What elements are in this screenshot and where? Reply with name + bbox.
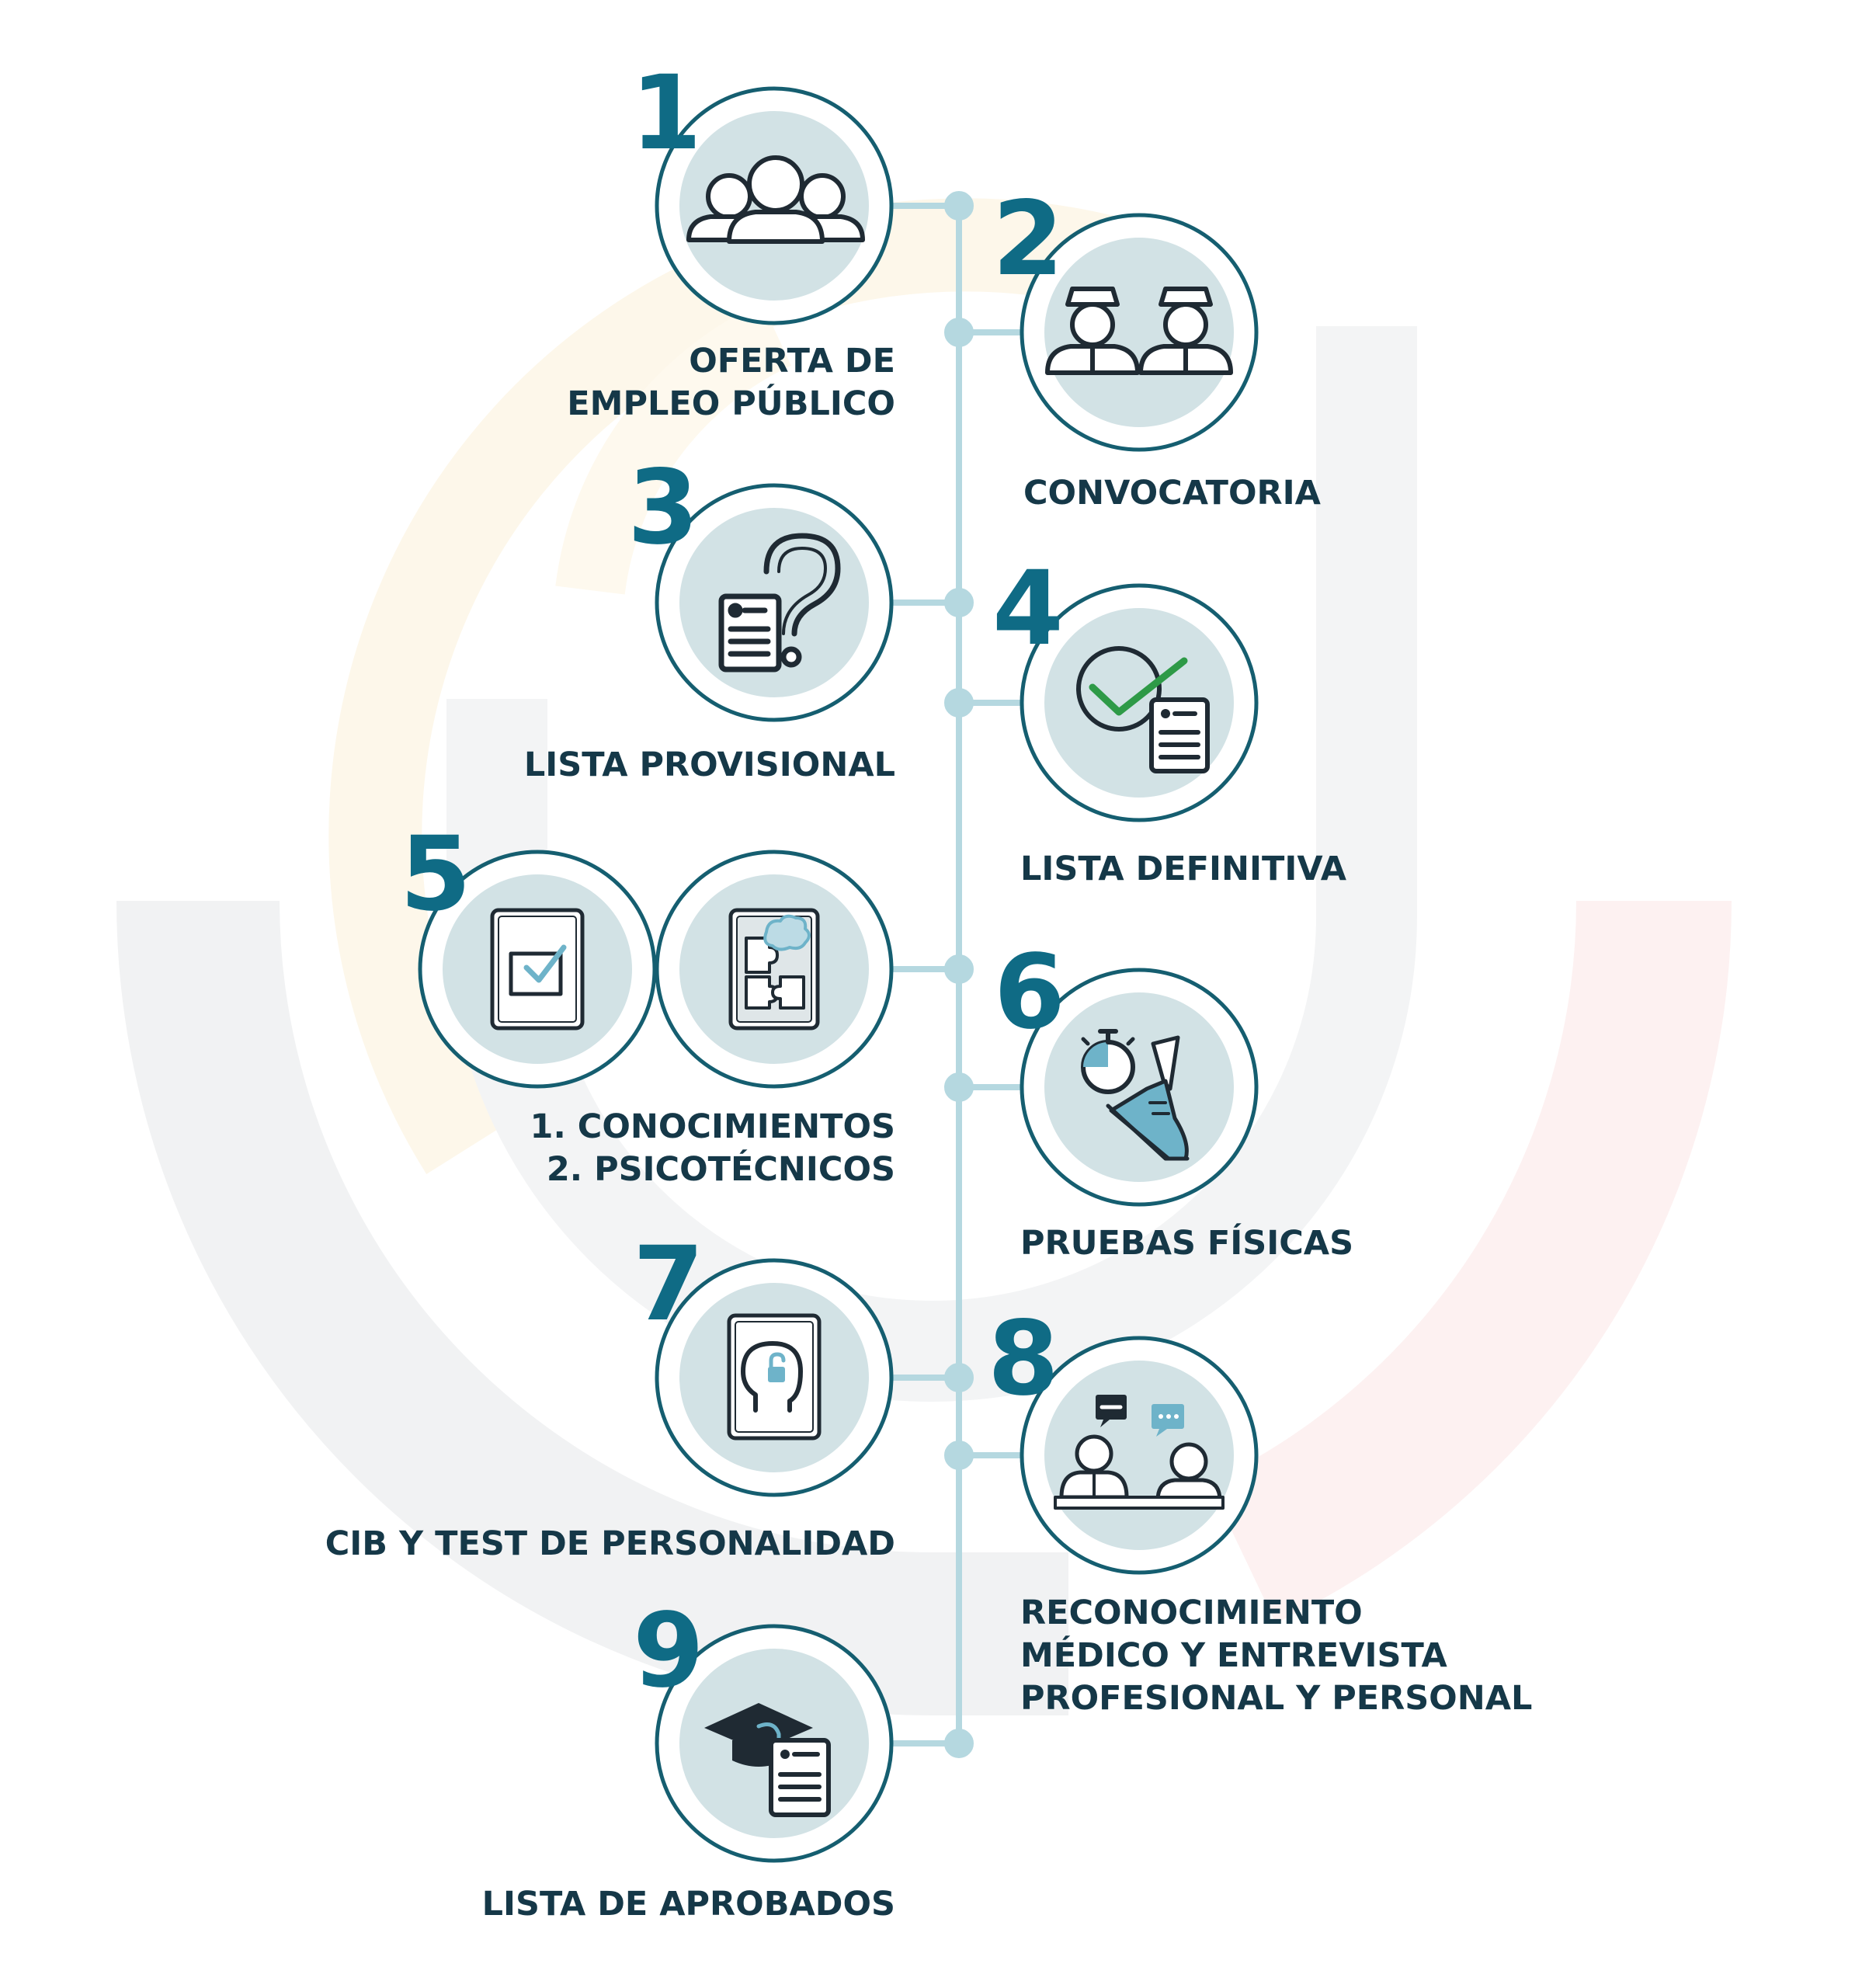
step-label-line: PRUEBAS FÍSICAS bbox=[1020, 1224, 1354, 1263]
step-label-line: OFERTA DE bbox=[689, 342, 895, 381]
step-label-line: LISTA PROVISIONAL bbox=[523, 746, 895, 784]
stopwatch-shoe-icon bbox=[1081, 1029, 1190, 1161]
step-label-line: CIB Y TEST DE PERSONALIDAD bbox=[325, 1524, 895, 1563]
step-label-line: LISTA DEFINITIVA bbox=[1020, 850, 1347, 888]
step-label-line: PROFESIONAL Y PERSONAL bbox=[1020, 1679, 1533, 1718]
interview-icon bbox=[1054, 1395, 1225, 1510]
graduation-document-icon bbox=[704, 1703, 831, 1817]
badge-step-1 bbox=[657, 89, 891, 323]
question-document-icon bbox=[718, 533, 841, 673]
step-number-9: 9 bbox=[633, 1591, 704, 1711]
step-label-line: LISTA DE APROBADOS bbox=[481, 1885, 895, 1924]
step-label-1: OFERTA DE EMPLEO PÚBLICO bbox=[567, 340, 895, 426]
step-number-3: 3 bbox=[627, 448, 699, 568]
badge-step-5-psychotechnical bbox=[657, 852, 891, 1086]
head-lock-icon bbox=[727, 1313, 822, 1441]
step-label-8: RECONOCIMIENTO MÉDICO Y ENTREVISTA PROFE… bbox=[1020, 1592, 1532, 1720]
check-document-icon bbox=[1076, 646, 1210, 773]
step-label-line: EMPLEO PÚBLICO bbox=[567, 384, 895, 423]
step-label-6: PRUEBAS FÍSICAS bbox=[1020, 1222, 1353, 1265]
step-label-7: CIB Y TEST DE PERSONALIDAD bbox=[325, 1523, 895, 1566]
badge-step-7 bbox=[657, 1260, 891, 1495]
step-label-line: MÉDICO Y ENTREVISTA bbox=[1020, 1636, 1447, 1675]
badge-step-8 bbox=[1022, 1338, 1256, 1573]
badge-step-9 bbox=[657, 1626, 891, 1861]
badge-step-5-knowledge bbox=[420, 852, 655, 1086]
step-number-8: 8 bbox=[988, 1299, 1059, 1419]
step-label-2: CONVOCATORIA bbox=[1023, 472, 1321, 515]
step-number-7: 7 bbox=[633, 1225, 704, 1344]
background-outer-arc bbox=[116, 900, 1068, 1715]
badge-step-4 bbox=[1022, 586, 1256, 820]
step-number-1: 1 bbox=[631, 54, 702, 173]
step-label-line: 2. PSICOTÉCNICOS bbox=[546, 1150, 895, 1189]
background-red-arc bbox=[1208, 900, 1732, 1624]
step-number-5: 5 bbox=[400, 815, 471, 934]
step-label-5: 1. CONOCIMIENTOS 2. PSICOTÉCNICOS bbox=[530, 1106, 895, 1191]
step-label-4: LISTA DEFINITIVA bbox=[1020, 848, 1346, 891]
step-label-3: LISTA PROVISIONAL bbox=[524, 744, 895, 787]
badge-step-2 bbox=[1022, 215, 1256, 450]
background-yellow-inner bbox=[555, 302, 792, 595]
background-inner-u bbox=[446, 326, 1417, 1402]
step-number-4: 4 bbox=[992, 549, 1064, 669]
badge-step-3 bbox=[657, 485, 891, 720]
badge-step-6 bbox=[1022, 970, 1256, 1204]
people-group-icon bbox=[686, 155, 865, 244]
step-label-line: RECONOCIMIENTO bbox=[1020, 1594, 1363, 1632]
step-label-line: CONVOCATORIA bbox=[1023, 474, 1321, 513]
step-number-6: 6 bbox=[994, 933, 1065, 1052]
timeline-connectors bbox=[893, 191, 1023, 1758]
step-label-9: LISTA DE APROBADOS bbox=[482, 1883, 895, 1926]
step-number-2: 2 bbox=[992, 179, 1064, 299]
step-label-line: 1. CONOCIMIENTOS bbox=[530, 1107, 895, 1146]
checkbox-tablet-icon bbox=[490, 908, 585, 1030]
background-yellow-arc bbox=[328, 198, 1181, 1174]
police-officers-icon bbox=[1045, 287, 1233, 375]
puzzle-tablet-icon bbox=[728, 908, 820, 1030]
